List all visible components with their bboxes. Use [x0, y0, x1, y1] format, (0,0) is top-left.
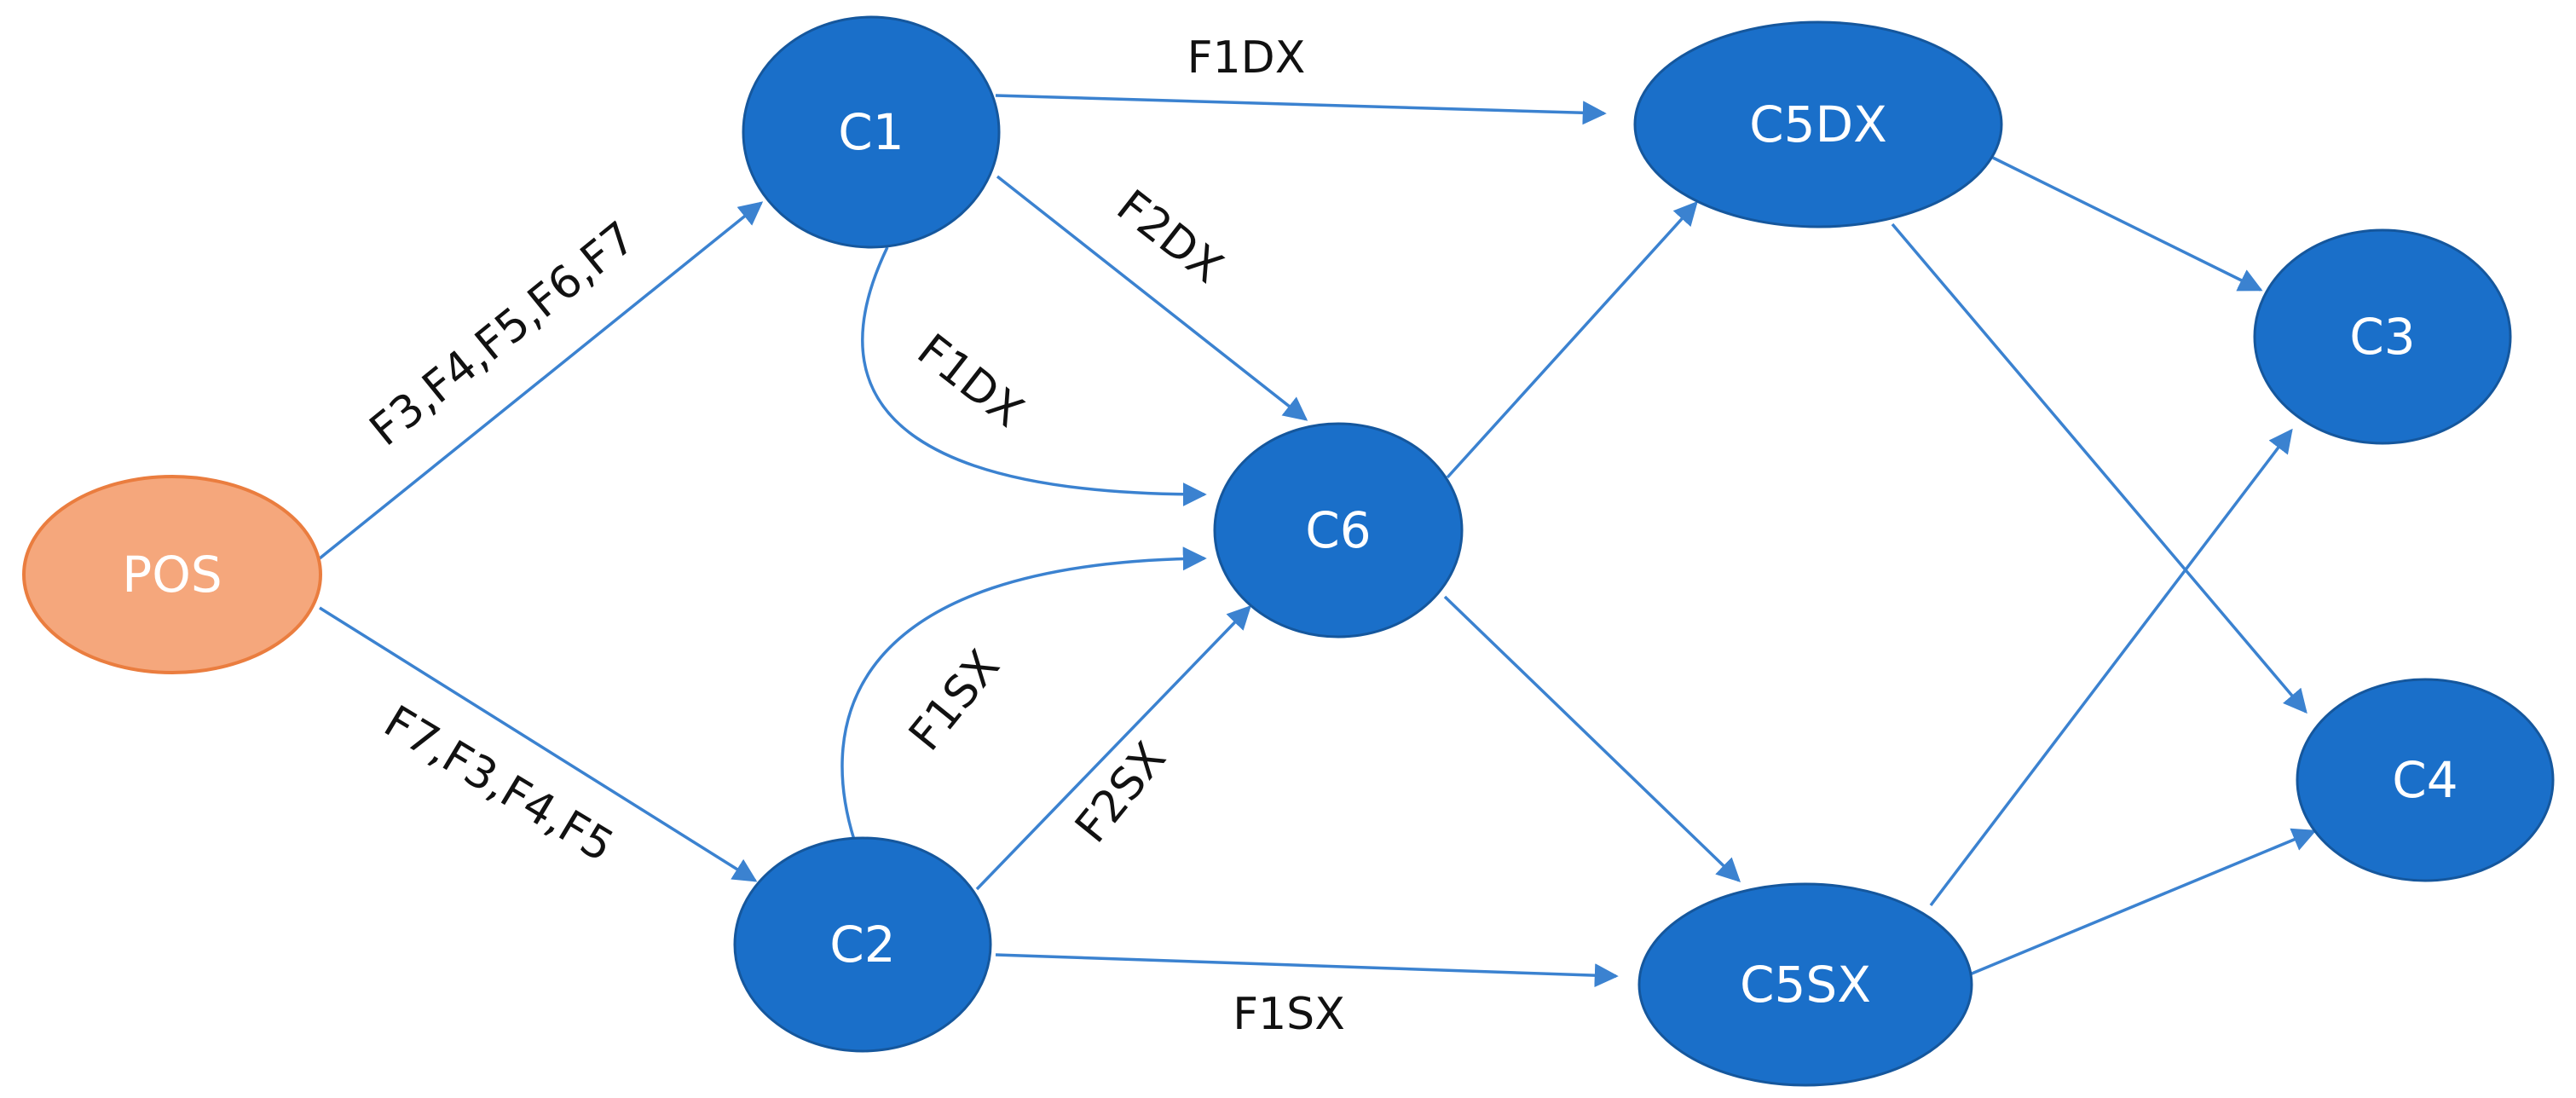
node-c4: C4	[2296, 678, 2555, 882]
edge-c6-c5sx	[1443, 595, 1741, 882]
edge-label-pos-c2: F7,F3,F4,F5	[375, 696, 621, 873]
node-c5sx: C5SX	[1637, 882, 1973, 1087]
edge-label-c2-c6-straight: F2SX	[1066, 733, 1175, 852]
edge-c1-c5dx	[995, 94, 1607, 125]
edge-c2-c5sx	[995, 953, 1619, 988]
edge-c5dx-c3	[1992, 156, 2263, 292]
edge-pos-c1	[318, 201, 764, 560]
edge-c2-c6-curved	[840, 546, 1207, 841]
node-pos-label: POS	[122, 546, 222, 604]
edge-label-c1-c6-curved: F1DX	[908, 325, 1032, 438]
node-c3: C3	[2253, 228, 2512, 445]
node-c6: C6	[1213, 422, 1464, 639]
edge-pos-c2	[319, 606, 758, 882]
edge-label-pos-c1: F3,F4,F5,F6,F7	[361, 212, 645, 456]
node-c5dx-label: C5DX	[1749, 95, 1887, 153]
edge-label-c1-c5dx: F1DX	[1187, 32, 1306, 84]
edge-c6-c5dx	[1446, 200, 1698, 479]
edge-label-c2-c5sx: F1SX	[1233, 989, 1345, 1040]
node-c2: C2	[733, 836, 992, 1053]
edge-c5dx-c4	[1891, 222, 2307, 714]
edges	[318, 94, 2317, 988]
node-c1-label: C1	[838, 103, 904, 161]
nodes: POS C1 C2 C6 C5DX C5SX C3 C4	[22, 15, 2555, 1087]
node-pos: POS	[22, 475, 322, 674]
node-c6-label: C6	[1305, 501, 1371, 559]
edge-c1-c6-curved	[861, 246, 1207, 506]
edge-c2-c6-straight	[975, 604, 1251, 891]
edge-label-c2-c6-curved: F1SX	[899, 641, 1009, 760]
edge-c5sx-c3	[1929, 428, 2293, 907]
node-c1: C1	[742, 15, 1001, 249]
node-c4-label: C4	[2392, 751, 2458, 809]
node-c5sx-label: C5SX	[1740, 956, 1871, 1014]
edge-c1-c6-straight	[996, 175, 1308, 421]
node-c3-label: C3	[2349, 308, 2415, 366]
edge-c5sx-c4	[1965, 828, 2317, 978]
node-c5dx: C5DX	[1633, 20, 2003, 228]
node-c2-label: C2	[829, 916, 895, 974]
